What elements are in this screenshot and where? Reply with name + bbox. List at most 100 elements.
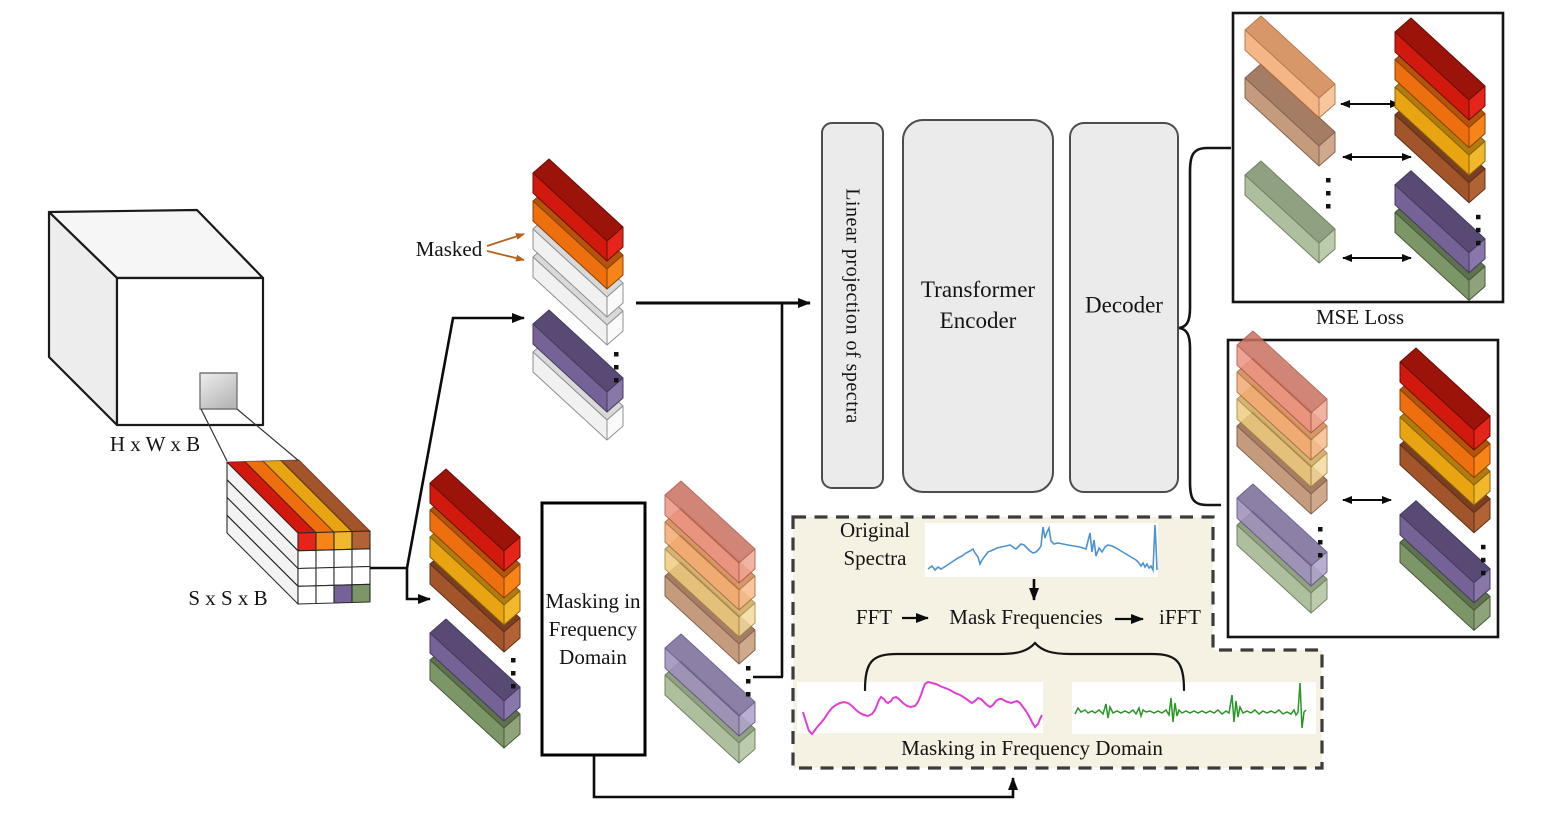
bar-end-cap — [1473, 415, 1491, 451]
sxsb-cell-white — [333, 548, 353, 569]
ellipsis-dots — [1481, 570, 1486, 576]
comparison-arrows — [1340, 100, 1412, 504]
sxsb-patch-block — [226, 459, 371, 605]
bar-end-cap — [606, 254, 624, 290]
bar-end-cap — [1468, 113, 1486, 149]
ellipsis-dots — [1318, 540, 1323, 545]
ellipsis-dots — [1481, 557, 1486, 563]
masked-label: Masked — [415, 236, 483, 261]
bar-salmonT — [664, 480, 756, 584]
original-spectra-label: Original Spectra — [840, 517, 910, 570]
bar-brownT — [1244, 63, 1336, 167]
stack-patch-tokens — [429, 468, 521, 749]
bar-end-cap — [738, 575, 756, 611]
ellipsis-dots — [1318, 553, 1323, 558]
ellipsis-dots — [746, 692, 751, 697]
bar-red — [429, 468, 521, 572]
ellipsis-dots — [614, 352, 619, 357]
bar-end-cap — [738, 629, 756, 665]
bar-end-cap — [738, 548, 756, 584]
ellipsis-dots — [614, 378, 619, 383]
bar-end-cap — [606, 377, 624, 413]
sxsb-cell-white — [333, 566, 353, 586]
decoder-box — [1069, 122, 1179, 493]
bar-end-cap — [606, 282, 624, 318]
transformer-encoder-label: Transformer Encoder — [920, 277, 1036, 333]
bar-end-cap — [1468, 140, 1486, 176]
masked-pointer-lower — [486, 250, 525, 262]
masking-box — [540, 501, 647, 757]
sxsb-cell-white — [297, 567, 317, 587]
bar-end-cap — [503, 590, 521, 626]
fft-label: FFT — [855, 604, 893, 629]
sxsb-cell-white — [351, 565, 371, 586]
arrow-to-frequency-masking — [405, 568, 431, 604]
ellipsis-dots — [1318, 527, 1323, 532]
ellipsis-dots — [511, 671, 516, 676]
bar-end-cap — [1310, 479, 1328, 515]
ifft-label: iFFT — [1158, 604, 1202, 629]
bar-end-cap — [1310, 578, 1328, 614]
sxsb-cell-white — [297, 585, 317, 605]
cube-dims-label: H x W x B — [109, 431, 201, 456]
bar-greenT — [1244, 160, 1336, 264]
ellipsis-dots — [746, 666, 751, 671]
ellipsis-dots — [746, 679, 751, 684]
bar-orangeT — [1244, 15, 1336, 119]
bar-end-cap — [738, 701, 756, 737]
sxsb-cell-white — [315, 584, 335, 605]
sxsb-cell-orange-cap — [315, 531, 335, 551]
patch-dims-label: S x S x B — [188, 585, 268, 610]
masked-pointer-upper — [486, 233, 525, 247]
bar-end-cap — [1318, 131, 1336, 167]
ellipsis-dots — [1476, 240, 1481, 246]
bar-end-cap — [1310, 425, 1328, 461]
flow-arrows — [370, 233, 1018, 799]
arrow-to-random-masking — [405, 313, 525, 569]
bar-purpleT — [664, 633, 756, 737]
sxsb-cell-green — [351, 583, 371, 604]
original-spectra-curve — [927, 524, 1158, 574]
bar-end-cap — [503, 617, 521, 653]
bar-purpleT — [1236, 483, 1328, 587]
bar-end-cap — [1468, 168, 1486, 204]
sxsb-cell-gold-cap — [333, 530, 353, 551]
lowfreq-plot-bg — [797, 682, 1043, 733]
bar-end-cap — [1310, 452, 1328, 488]
detail-panel-arrows — [863, 579, 1186, 692]
bar-end-cap — [1473, 443, 1491, 479]
ellipsis-dots — [614, 365, 619, 370]
ellipsis-dots — [511, 658, 516, 663]
stack-patch-tokens-random-masked — [532, 158, 624, 441]
ellipsis-dots — [1476, 214, 1481, 220]
bar-end-cap — [1473, 595, 1491, 631]
detail-caption-label: Masking in Frequency Domain — [901, 735, 1163, 760]
bar-purple — [1399, 500, 1491, 604]
cube-front-face — [115, 276, 265, 427]
stack-frequency-masked-tokens — [664, 480, 756, 764]
lowfreq-spectra-curve — [802, 680, 1043, 736]
sxsb-cell-white — [315, 549, 335, 569]
highfreq-spectra-curve — [1074, 682, 1307, 729]
bar-end-cap — [1473, 470, 1491, 506]
stack-freq-reconstructed — [1236, 330, 1328, 614]
stack-freq-original — [1399, 347, 1491, 631]
highfreq-plot-bg — [1072, 682, 1316, 734]
bar-end-cap — [606, 310, 624, 346]
bar-end-cap — [738, 728, 756, 764]
stack-mse-original — [1394, 17, 1486, 301]
bar-red — [1394, 17, 1486, 121]
sxsb-cell-white — [297, 549, 317, 570]
bar-red — [1399, 347, 1491, 451]
ellipsis-dots — [1326, 178, 1331, 183]
decoder-output-brace — [1178, 146, 1231, 507]
linear-projection-label: Linear projection of spectra — [841, 188, 864, 424]
patch-extraction-lines — [200, 408, 300, 462]
bar-end-cap — [503, 536, 521, 572]
mse-loss-label: MSE Loss — [1315, 304, 1405, 329]
mask-frequencies-label: Mask Frequencies — [949, 604, 1103, 629]
bar-purple — [1394, 170, 1486, 274]
linear-projection-box — [821, 122, 884, 489]
